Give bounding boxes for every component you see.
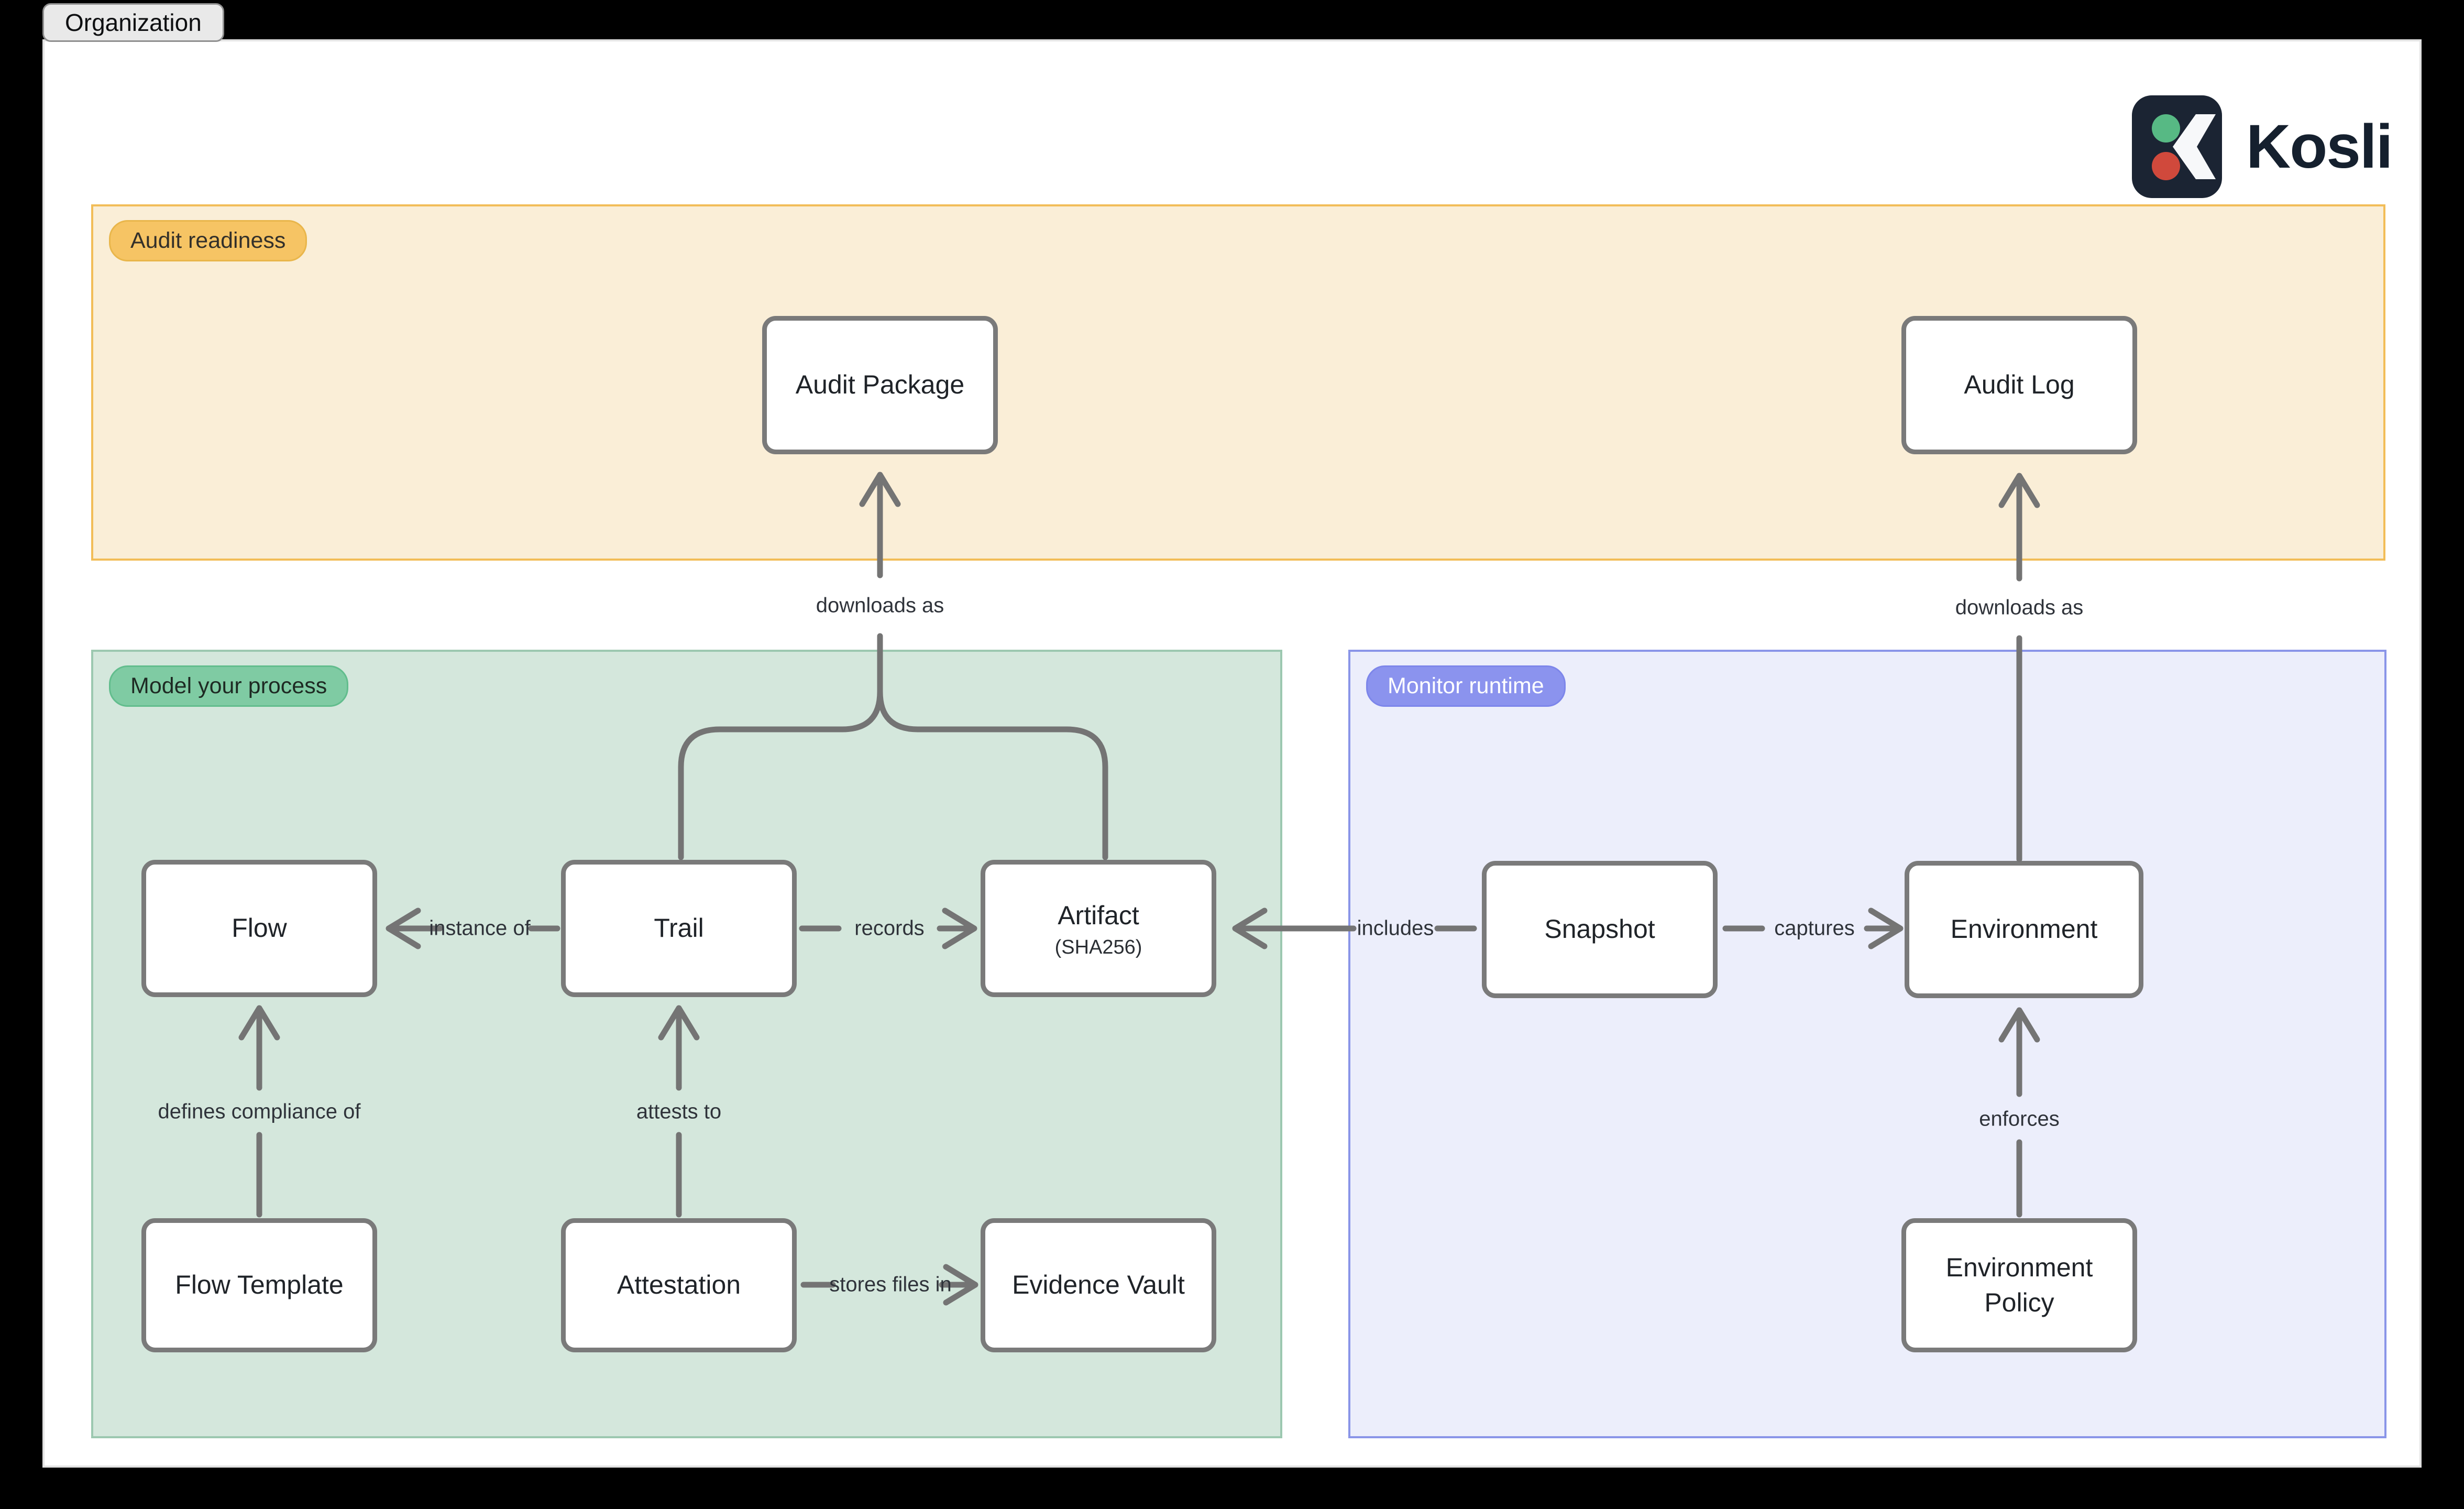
- node-label: Evidence Vault: [1012, 1270, 1185, 1300]
- node-label: Audit Log: [1964, 370, 2075, 400]
- node-label: Environment: [1950, 914, 2098, 944]
- node-trail[interactable]: Trail: [561, 860, 797, 997]
- node-audit-log[interactable]: Audit Log: [1901, 316, 2137, 454]
- node-artifact[interactable]: Artifact (SHA256): [981, 860, 1216, 997]
- kosli-logo-text: Kosli: [2246, 112, 2393, 181]
- edge-label-includes: includes: [1357, 916, 1434, 940]
- node-label: Attestation: [617, 1270, 741, 1300]
- edge-label-captures: captures: [1774, 916, 1855, 940]
- edge-label-stores-files-in: stores files in: [829, 1273, 952, 1296]
- node-audit-package[interactable]: Audit Package: [762, 316, 998, 454]
- node-label: Snapshot: [1544, 914, 1655, 944]
- window-tab-label: Organization: [65, 9, 202, 36]
- edge-label-downloads-as-right: downloads as: [1955, 596, 2084, 619]
- window-tab-organization[interactable]: Organization: [42, 3, 224, 42]
- edge-label-instance-of: instance of: [429, 916, 531, 940]
- edge-label-defines-compliance-of: defines compliance of: [158, 1100, 361, 1123]
- node-evidence-vault[interactable]: Evidence Vault: [981, 1218, 1216, 1352]
- logo-red-dot-icon: [2152, 152, 2180, 180]
- edge-label-downloads-as-left: downloads as: [816, 594, 944, 617]
- edge-label-records: records: [854, 916, 925, 940]
- kosli-logo-icon: [2132, 95, 2222, 198]
- node-flow[interactable]: Flow: [141, 860, 377, 997]
- region-badge-audit-readiness[interactable]: Audit readiness: [109, 220, 307, 261]
- node-label: Audit Package: [795, 370, 965, 400]
- node-label: Trail: [654, 913, 704, 943]
- node-label: Flow Template: [175, 1270, 344, 1300]
- region-monitor-runtime: Monitor runtime: [1348, 650, 2386, 1438]
- region-badge-model-your-process[interactable]: Model your process: [109, 665, 349, 707]
- edge-label-enforces: enforces: [1979, 1107, 2060, 1131]
- node-environment-policy[interactable]: Environment Policy: [1901, 1218, 2137, 1352]
- kosli-logo: Kosli: [2132, 95, 2393, 198]
- node-environment[interactable]: Environment: [1905, 861, 2143, 998]
- node-sublabel: (SHA256): [1054, 936, 1142, 959]
- node-attestation[interactable]: Attestation: [561, 1218, 797, 1352]
- node-flow-template[interactable]: Flow Template: [141, 1218, 377, 1352]
- node-label: Environment Policy: [1945, 1252, 2093, 1318]
- logo-green-dot-icon: [2152, 114, 2180, 143]
- node-label: Flow: [232, 913, 287, 943]
- logo-chevron-icon: [2173, 114, 2216, 179]
- edge-label-attests-to: attests to: [636, 1100, 722, 1123]
- node-snapshot[interactable]: Snapshot: [1482, 861, 1718, 998]
- region-badge-monitor-runtime[interactable]: Monitor runtime: [1366, 665, 1566, 707]
- node-label: Artifact: [1058, 900, 1139, 930]
